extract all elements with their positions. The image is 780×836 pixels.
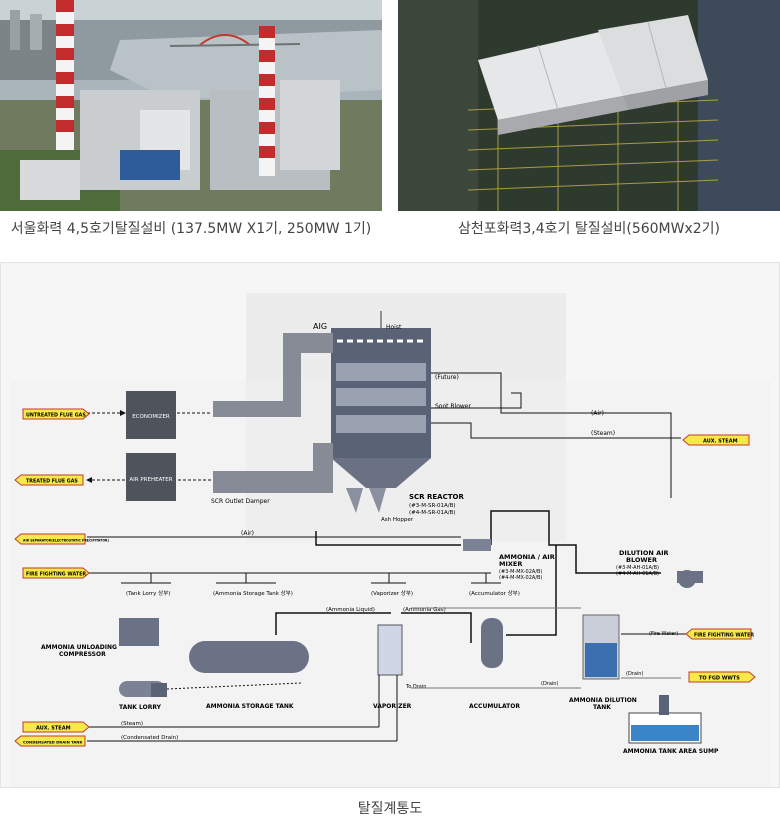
label-vaporizer: VAPORIZER (373, 703, 412, 710)
label-compressor: COMPRESSOR (59, 651, 106, 658)
diagram-caption: 탈질계통도 (357, 801, 423, 817)
label-aig: AIG (313, 322, 327, 331)
label-blower: BLOWER (626, 556, 657, 564)
label-condensated-drain: (Condensated Drain) (121, 735, 178, 741)
ammonia-storage-tank (189, 641, 309, 673)
label-blower-tag2: (#4-M-AH-01A/B) (616, 571, 659, 577)
ammonia-unloading-compressor (119, 618, 159, 646)
air-preheater-box (126, 453, 176, 501)
tag-untreated-flue-gas: UNTREATED FLUE GAS (22, 408, 90, 420)
label-tank-word: TANK (593, 704, 611, 711)
label-blower-tag1: (#3-M-AH-01A/B) (616, 565, 659, 571)
label-ash-hopper: Ash Hopper (381, 517, 414, 523)
tag-aux-steam-left: AUX. STEAM (22, 721, 90, 733)
flue-gas-duct (213, 333, 333, 493)
label-hoist: Hoist (386, 324, 402, 331)
photo-seoul-power-plant (0, 0, 382, 211)
label-steam-line: (Steam) (121, 721, 143, 727)
label-mixer-tag1: (#3-M-MX-02A/B) (499, 569, 542, 575)
label-steam-top: (Steam) (591, 430, 615, 437)
svg-text:FIRE FIGHTING WATER: FIRE FIGHTING WATER (694, 633, 754, 639)
label-accumulator-top: (Accumulator 상부) (469, 589, 520, 597)
label-scr-tag1: (#3-M-SR-01A/B) (409, 503, 456, 509)
tag-air-separator: AIR SEPARATOR(ELECTROSTATIC PRECIPITATOR… (14, 533, 109, 545)
svg-text:UNTREATED FLUE GAS: UNTREATED FLUE GAS (26, 413, 86, 419)
scr-reactor (331, 328, 431, 513)
label-ammonia-storage-tank: AMMONIA STORAGE TANK (206, 703, 294, 710)
label-future: (Future) (435, 374, 459, 381)
label-to-drain: To Drain (405, 684, 426, 690)
label-sump: AMMONIA TANK AREA SUMP (623, 748, 719, 755)
label-ammonia-dilution: AMMONIA DILUTION (569, 697, 637, 704)
photo-samcheonpo-scr (398, 0, 780, 211)
label-mixer-tag2: (#4-M-MX-02A/B) (499, 575, 542, 581)
svg-text:TREATED FLUE GAS: TREATED FLUE GAS (26, 479, 78, 485)
label-ammonia-gas: (Ammonia Gas) (403, 607, 446, 613)
label-mixer-word: MIXER (499, 560, 522, 568)
label-ammonia-storage-top: (Ammonia Storage Tank 상부) (213, 589, 293, 597)
label-ammonia-unloading: AMMONIA UNLOADING (41, 644, 117, 651)
label-scr-outlet-damper: SCR Outlet Damper (211, 498, 270, 505)
scr-system-diagram: Hoist AIG (Future) Soot Blower (Air) (St… (0, 262, 780, 788)
left-photo-caption: 서울화력 4,5호기탈질설비 (137.5MW X1기, 250MW 1기) (10, 221, 372, 237)
label-tank-lorry-top: (Tank Lorry 상부) (126, 589, 170, 597)
tag-to-fgd-wwts: TO FGD WWTS (688, 671, 756, 683)
label-tank-lorry: TANK LORRY (119, 704, 162, 711)
label-soot-blower: Soot Blower (435, 403, 471, 410)
label-ammonia-liquid: (Ammonia Liquid) (326, 607, 375, 613)
label-air-preheater: AIR PREHEATER (129, 477, 172, 483)
label-economizer: ECONOMIZER (132, 414, 170, 420)
right-photo-caption: 삼천포화력3,4호기 탈질설비(560MWx2기) (457, 221, 721, 237)
label-vaporizer-top: (Vaporizer 상부) (371, 589, 413, 597)
label-mixer: AMMONIA / AIR (499, 553, 555, 561)
label-drain-2: (Drain) (541, 681, 558, 687)
vaporizer (377, 624, 403, 676)
svg-text:AIR SEPARATOR(ELECTROSTATIC PR: AIR SEPARATOR(ELECTROSTATIC PRECIPITATOR… (23, 539, 109, 543)
ammonia-air-mixer (463, 539, 491, 551)
economizer-box (126, 391, 176, 439)
tag-treated-flue-gas: TREATED FLUE GAS (14, 474, 84, 486)
tag-fire-fighting-water-left: FIRE FIGHTING WATER (22, 567, 90, 579)
label-dilution-air: DILUTION AIR (619, 549, 669, 557)
label-scr-reactor: SCR REACTOR (409, 493, 464, 501)
svg-text:AUX. STEAM: AUX. STEAM (703, 439, 738, 445)
label-drain-1: (Drain) (626, 671, 643, 677)
label-air-line: (Air) (241, 530, 254, 537)
tag-aux-steam-right: AUX. STEAM (682, 434, 750, 446)
label-accumulator: ACCUMULATOR (469, 703, 520, 710)
accumulator (481, 618, 503, 668)
svg-text:FIRE FIGHTING WATER: FIRE FIGHTING WATER (26, 572, 86, 578)
tag-condensated-drain-tank: CONDENSATED DRAIN TANK (14, 735, 86, 747)
svg-text:CONDENSATED DRAIN TANK: CONDENSATED DRAIN TANK (23, 740, 83, 745)
svg-text:AUX. STEAM: AUX. STEAM (36, 726, 71, 732)
svg-text:TO FGD WWTS: TO FGD WWTS (699, 676, 740, 682)
label-scr-tag2: (#4-M-SR-01A/B) (409, 510, 456, 516)
tag-fire-fighting-water-right: FIRE FIGHTING WATER (685, 628, 754, 640)
